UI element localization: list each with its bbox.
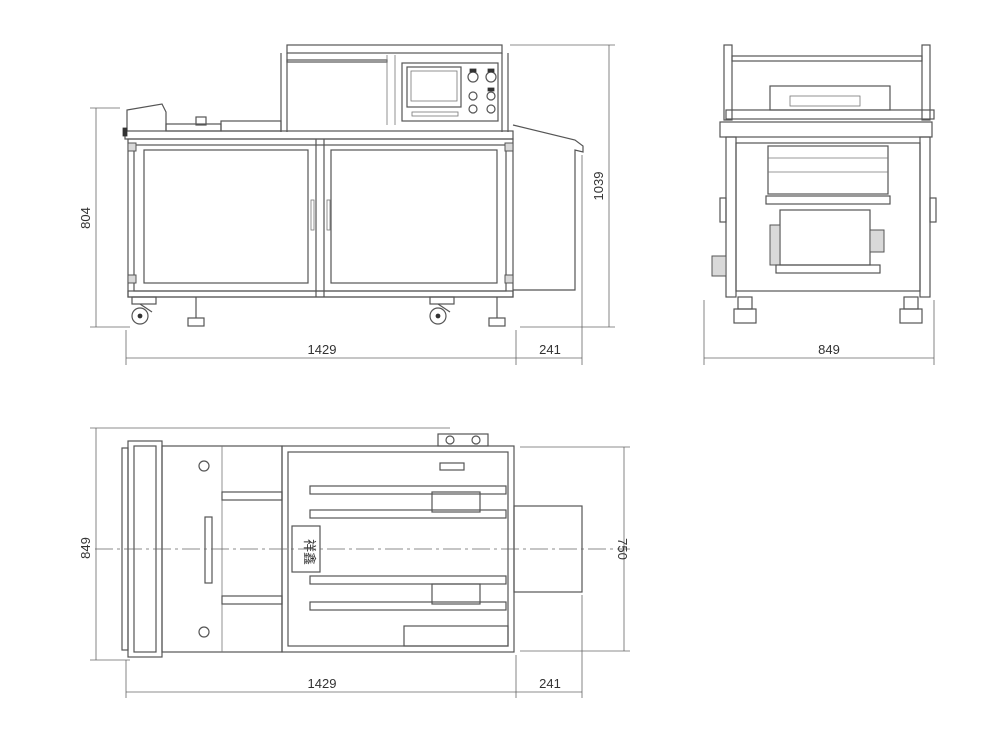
panel-buttons xyxy=(467,68,497,114)
side-feet xyxy=(733,296,923,324)
top-right-accessories xyxy=(437,433,583,593)
dim-top-extension: 241 xyxy=(539,676,561,691)
dimension-labels: 1429 241 804 1039 849 1429 241 849 750 xyxy=(78,172,840,691)
caster-right xyxy=(429,296,455,325)
dim-top-width: 849 xyxy=(78,537,93,559)
side-frame xyxy=(719,44,935,298)
outlet-chute xyxy=(512,124,584,291)
side-dimensions xyxy=(703,300,935,365)
top-dimensions xyxy=(90,427,630,698)
foot-right xyxy=(488,297,506,327)
brand-plate: 祥鑫 xyxy=(302,539,317,565)
dim-front-extension: 241 xyxy=(539,342,561,357)
brand-text: 祥鑫 xyxy=(302,539,317,565)
foot-left xyxy=(187,297,205,327)
dim-side-width: 849 xyxy=(818,342,840,357)
control-panel xyxy=(401,62,499,122)
dim-top-inner-width: 750 xyxy=(615,538,630,560)
side-view xyxy=(703,44,937,365)
front-dimensions xyxy=(90,44,615,365)
dim-front-height: 804 xyxy=(78,207,93,229)
dim-total-height: 1039 xyxy=(591,172,606,201)
front-view xyxy=(90,44,615,365)
cabinet xyxy=(127,138,514,298)
feeder-unit xyxy=(122,103,282,137)
caster-left xyxy=(131,296,157,325)
dim-top-length: 1429 xyxy=(308,676,337,691)
dim-front-length: 1429 xyxy=(308,342,337,357)
top-view: 祥鑫 xyxy=(90,427,630,698)
control-frame xyxy=(280,44,509,132)
side-rollers xyxy=(711,145,937,277)
